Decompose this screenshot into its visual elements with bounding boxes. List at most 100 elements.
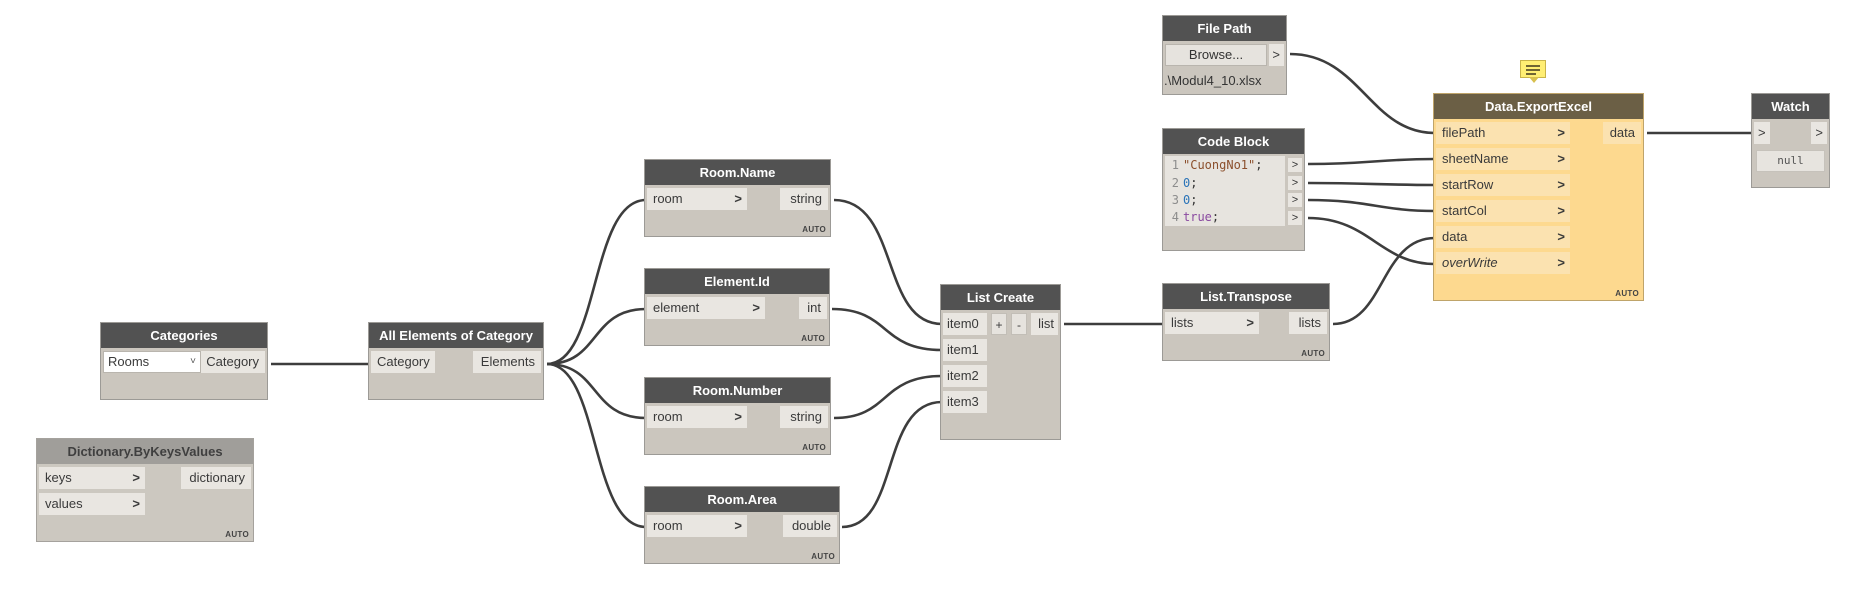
list-create-node[interactable]: List Create item0 + - list item1 item2 i…: [940, 284, 1061, 440]
chevron-right-icon: >: [132, 470, 140, 485]
output-port-double[interactable]: double: [783, 515, 837, 537]
input-port-values[interactable]: values >: [39, 493, 145, 515]
note-icon[interactable]: [1520, 60, 1546, 78]
room-name-node[interactable]: Room.Name room > string AUTO: [644, 159, 831, 237]
chevron-right-icon: >: [1557, 151, 1565, 166]
port-label: overWrite: [1442, 255, 1498, 270]
node-title: List Create: [941, 285, 1060, 310]
categories-node[interactable]: Categories Rooms ˅ Category: [100, 322, 268, 400]
output-port-line1[interactable]: >: [1288, 158, 1302, 172]
port-label: list: [1038, 316, 1054, 331]
output-port-string[interactable]: string: [780, 188, 828, 210]
output-port-line3[interactable]: >: [1288, 193, 1302, 207]
note-line: [1526, 69, 1540, 71]
wire-elements-to-elementid: [546, 307, 647, 366]
output-port-line2[interactable]: >: [1288, 176, 1302, 190]
port-label: dictionary: [189, 470, 245, 485]
output-port-line4[interactable]: >: [1288, 211, 1302, 225]
lacing-badge: AUTO: [802, 443, 826, 452]
node-title: Code Block: [1163, 129, 1304, 154]
input-port-startrow[interactable]: startRow >: [1436, 174, 1570, 196]
watch-node[interactable]: Watch > > null: [1751, 93, 1830, 188]
output-port-dictionary[interactable]: dictionary: [181, 467, 251, 489]
input-port-watch[interactable]: >: [1754, 122, 1770, 144]
input-port-overwrite[interactable]: overWrite >: [1436, 252, 1570, 274]
room-number-node[interactable]: Room.Number room > string AUTO: [644, 377, 831, 455]
list-transpose-node[interactable]: List.Transpose lists > lists AUTO: [1162, 283, 1330, 361]
input-port-keys[interactable]: keys >: [39, 467, 145, 489]
output-port-category[interactable]: Category: [201, 351, 265, 373]
input-port-item1[interactable]: item1: [943, 339, 987, 361]
add-input-button[interactable]: +: [991, 313, 1007, 335]
port-label: string: [790, 409, 822, 424]
code-line-1: 1"CuongNo1";: [1165, 158, 1263, 173]
input-port-element[interactable]: element >: [647, 297, 765, 319]
code-token: true: [1183, 210, 1212, 224]
input-port-item0[interactable]: item0: [943, 313, 987, 335]
input-port-item2[interactable]: item2: [943, 365, 987, 387]
note-line: [1526, 65, 1540, 67]
input-port-room[interactable]: room >: [647, 515, 747, 537]
dictionary-bykeysvalues-node[interactable]: Dictionary.ByKeysValues keys > values > …: [36, 438, 254, 542]
room-area-node[interactable]: Room.Area room > double AUTO: [644, 486, 840, 564]
input-port-filepath[interactable]: filePath >: [1436, 122, 1570, 144]
output-port-filepath[interactable]: >: [1269, 44, 1284, 66]
node-title: Data.ExportExcel: [1434, 94, 1643, 119]
code-token: 0: [1183, 176, 1191, 190]
port-label: room: [653, 191, 683, 206]
remove-input-button[interactable]: -: [1011, 313, 1027, 335]
chevron-right-icon: >: [752, 300, 760, 315]
output-port-watch[interactable]: >: [1811, 122, 1827, 144]
input-port-startcol[interactable]: startCol >: [1436, 200, 1570, 222]
chevron-down-icon: ˅: [190, 356, 196, 367]
node-title: All Elements of Category: [369, 323, 543, 348]
port-label: >: [1758, 125, 1766, 140]
output-port-int[interactable]: int: [799, 297, 827, 319]
wire-code1-to-sheetname: [1307, 157, 1436, 166]
node-title: File Path: [1163, 16, 1286, 41]
all-elements-of-category-node[interactable]: All Elements of Category Category Elemen…: [368, 322, 544, 400]
category-dropdown[interactable]: Rooms ˅: [103, 351, 201, 373]
wire-elements-to-roomname: [546, 198, 647, 366]
input-port-category[interactable]: Category: [371, 351, 435, 373]
output-port-string[interactable]: string: [780, 406, 828, 428]
lacing-badge: AUTO: [811, 552, 835, 561]
code-semicolon: ;: [1211, 210, 1220, 224]
lacing-badge: AUTO: [801, 334, 825, 343]
input-port-item3[interactable]: item3: [943, 391, 987, 413]
port-label: item2: [947, 368, 979, 383]
wire-code2-to-startrow: [1307, 181, 1436, 187]
note-pointer: [1529, 77, 1539, 83]
output-port-data[interactable]: data: [1603, 122, 1641, 144]
input-port-room[interactable]: room >: [647, 406, 747, 428]
port-label: startRow: [1442, 177, 1494, 192]
port-label: lists: [1298, 315, 1321, 330]
input-port-lists[interactable]: lists >: [1165, 312, 1259, 334]
chevron-right-icon: >: [1557, 125, 1565, 140]
browse-button[interactable]: Browse...: [1165, 44, 1267, 66]
port-label: data: [1609, 125, 1635, 140]
input-port-data[interactable]: data >: [1436, 226, 1570, 248]
node-title: Categories: [101, 323, 267, 348]
code-semicolon: ;: [1255, 158, 1263, 172]
output-port-list[interactable]: list: [1031, 313, 1058, 335]
wire-elementid-to-item1: [831, 307, 943, 352]
chevron-right-icon: >: [1557, 177, 1565, 192]
file-path-node[interactable]: File Path Browse... > .\Modul4_10.xlsx: [1162, 15, 1287, 95]
wire-roomname-to-item0: [833, 198, 943, 326]
element-id-node[interactable]: Element.Id element > int AUTO: [644, 268, 830, 346]
chevron-right-icon: >: [734, 409, 742, 424]
port-label: lists: [1171, 315, 1194, 330]
output-port-lists[interactable]: lists: [1289, 312, 1327, 334]
input-port-room[interactable]: room >: [647, 188, 747, 210]
output-port-elements[interactable]: Elements: [473, 351, 541, 373]
chevron-right-icon: >: [1246, 315, 1254, 330]
data-exportexcel-node[interactable]: Data.ExportExcel filePath > sheetName > …: [1433, 93, 1644, 301]
input-port-sheetname[interactable]: sheetName >: [1436, 148, 1570, 170]
